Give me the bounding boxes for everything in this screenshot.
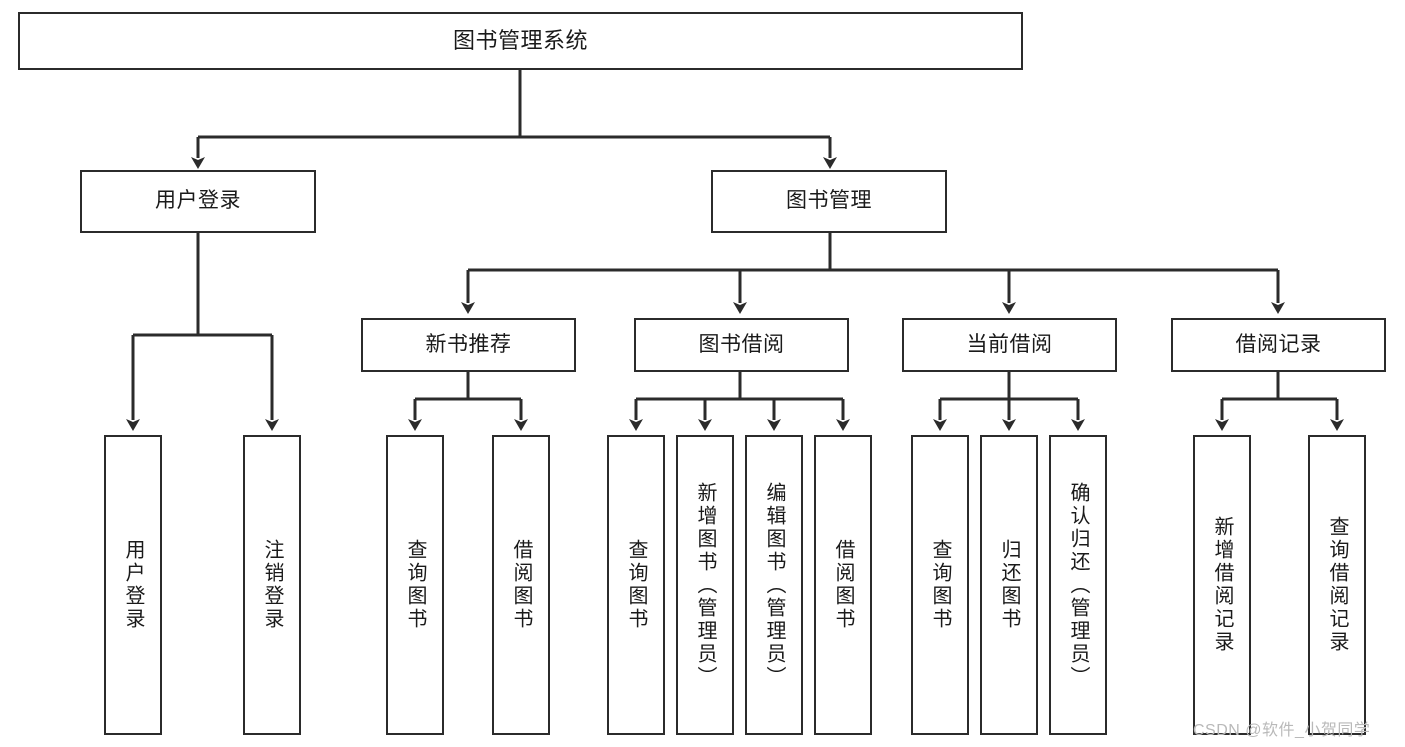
node-leaf-borrow-book-2[interactable]: 借阅图书: [814, 435, 872, 735]
node-leaf-user-login[interactable]: 用户登录: [104, 435, 162, 735]
node-leaf-return-book-label: 归还图书: [998, 539, 1020, 631]
node-user-login-label: 用户登录: [155, 189, 241, 213]
node-leaf-query-book-3-label: 查询图书: [929, 539, 951, 631]
node-root[interactable]: 图书管理系统: [18, 12, 1023, 70]
node-leaf-confirm-return[interactable]: 确认归还（管理员）: [1049, 435, 1107, 735]
node-leaf-edit-book[interactable]: 编辑图书（管理员）: [745, 435, 803, 735]
node-leaf-edit-book-label: 编辑图书（管理员）: [763, 481, 785, 689]
node-leaf-query-book-3[interactable]: 查询图书: [911, 435, 969, 735]
node-book-manage-label: 图书管理: [786, 189, 872, 213]
node-leaf-add-record-label: 新增借阅记录: [1211, 516, 1233, 654]
node-current-borrow[interactable]: 当前借阅: [902, 318, 1117, 372]
node-borrow-record[interactable]: 借阅记录: [1171, 318, 1386, 372]
node-leaf-query-record-label: 查询借阅记录: [1326, 516, 1348, 654]
node-leaf-borrow-book-1[interactable]: 借阅图书: [492, 435, 550, 735]
watermark-text: CSDN @软件_小贺同学: [1193, 722, 1371, 739]
node-leaf-borrow-book-2-label: 借阅图书: [832, 539, 854, 631]
node-leaf-borrow-book-1-label: 借阅图书: [510, 539, 532, 631]
node-user-login[interactable]: 用户登录: [80, 170, 316, 233]
node-leaf-query-book-1[interactable]: 查询图书: [386, 435, 444, 735]
node-leaf-add-book[interactable]: 新增图书（管理员）: [676, 435, 734, 735]
node-borrow-record-label: 借阅记录: [1235, 332, 1322, 356]
node-book-borrow[interactable]: 图书借阅: [634, 318, 849, 372]
node-leaf-add-record[interactable]: 新增借阅记录: [1193, 435, 1251, 735]
node-leaf-return-book[interactable]: 归还图书: [980, 435, 1038, 735]
node-book-borrow-label: 图书借阅: [698, 332, 785, 356]
node-leaf-query-book-2-label: 查询图书: [625, 539, 647, 631]
node-leaf-add-book-label: 新增图书（管理员）: [694, 481, 716, 689]
node-leaf-query-book-2[interactable]: 查询图书: [607, 435, 665, 735]
node-new-book-recommend-label: 新书推荐: [425, 332, 512, 356]
node-new-book-recommend[interactable]: 新书推荐: [361, 318, 576, 372]
node-leaf-user-login-label: 用户登录: [122, 539, 144, 631]
node-book-manage[interactable]: 图书管理: [711, 170, 947, 233]
node-current-borrow-label: 当前借阅: [966, 332, 1053, 356]
node-leaf-query-book-1-label: 查询图书: [404, 539, 426, 631]
node-leaf-query-record[interactable]: 查询借阅记录: [1308, 435, 1366, 735]
node-leaf-logout[interactable]: 注销登录: [243, 435, 301, 735]
node-root-label: 图书管理系统: [452, 28, 588, 54]
node-leaf-confirm-return-label: 确认归还（管理员）: [1067, 481, 1089, 689]
node-leaf-logout-label: 注销登录: [261, 539, 283, 631]
